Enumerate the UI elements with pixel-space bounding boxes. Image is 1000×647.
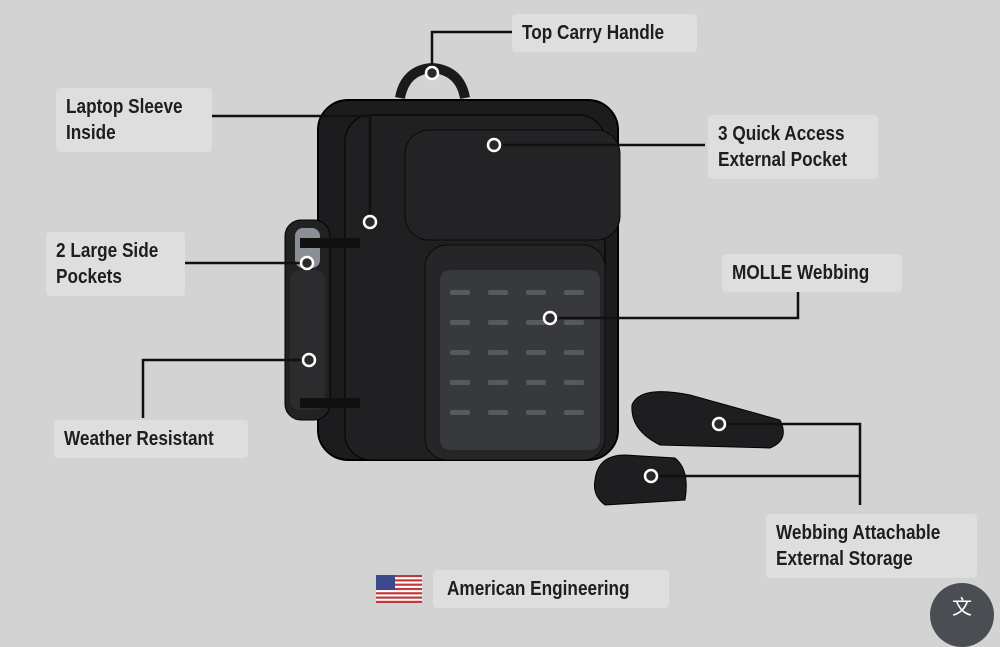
us-flag-icon (376, 575, 422, 603)
footer-american-engineering: American Engineering (433, 570, 670, 608)
callout-weather-resistant: Weather Resistant (54, 420, 249, 458)
translate-button[interactable]: 文 (930, 583, 994, 647)
backpack-diagram (141, 30, 862, 506)
callout-molle-webbing: MOLLE Webbing (722, 254, 902, 292)
backpack-illustration (284, 62, 784, 506)
callout-top-carry-handle: Top Carry Handle (512, 14, 698, 52)
callout-dots (299, 65, 727, 484)
callout-lines (141, 30, 862, 505)
translate-icon: 文 (952, 597, 972, 619)
